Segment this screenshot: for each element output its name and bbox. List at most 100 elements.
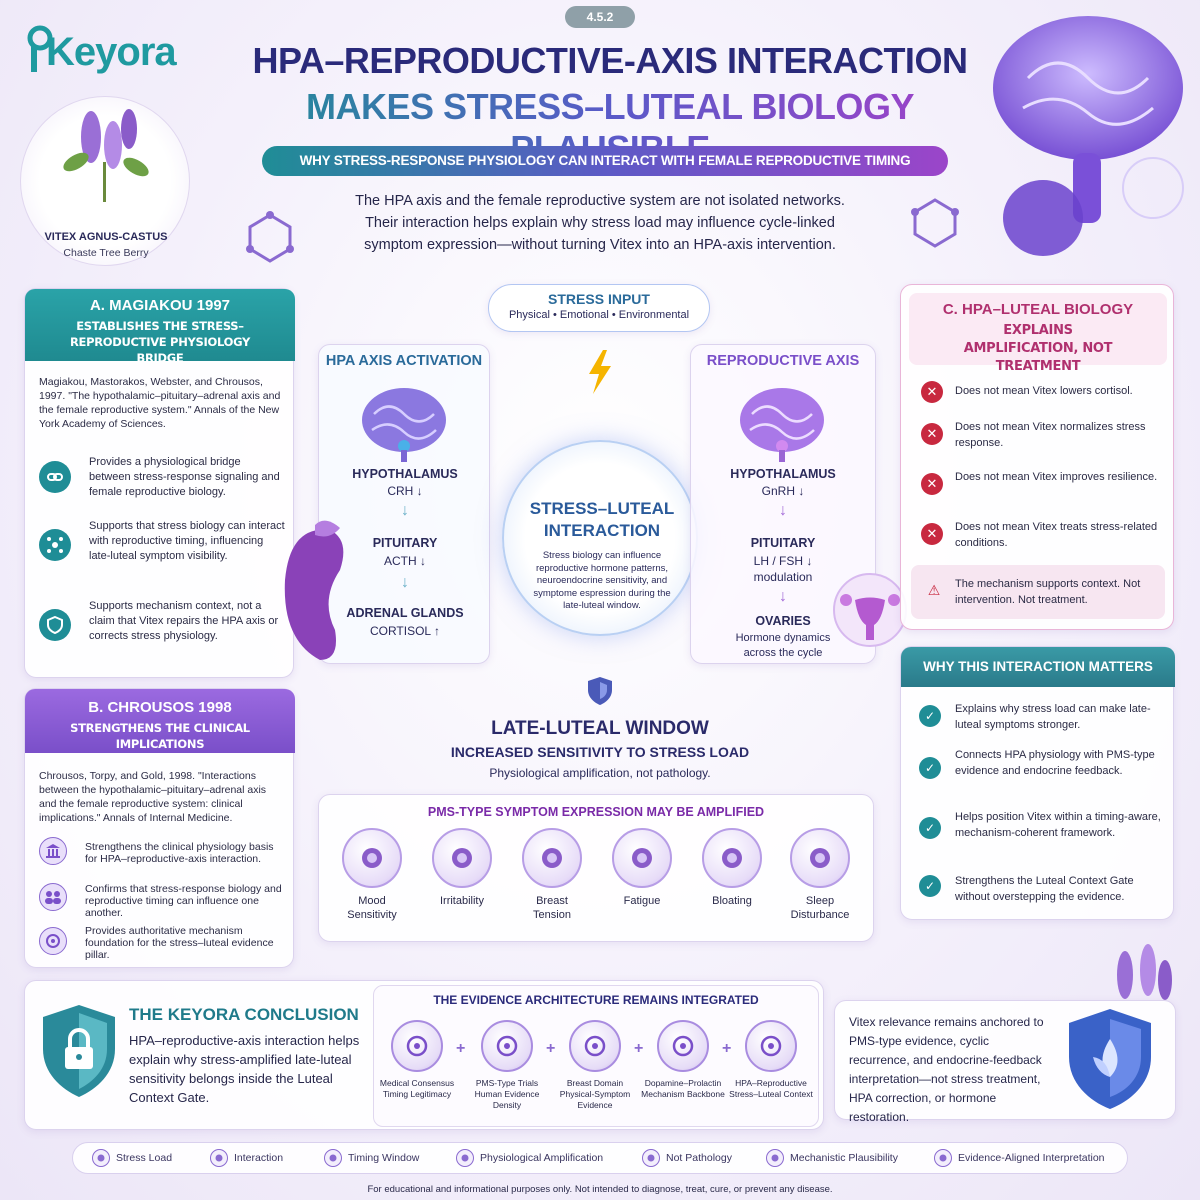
hpa-axis-title: HPA AXIS ACTIVATION xyxy=(325,353,483,369)
evidence-item-label: Medical Consensus Timing Legitimacy xyxy=(379,1078,455,1099)
legend-label: Evidence-Aligned Interpretation xyxy=(958,1152,1105,1164)
legend-icon xyxy=(92,1149,110,1167)
why-point-2: Connects HPA physiology with PMS-type ev… xyxy=(955,749,1155,777)
leaf-shield-icon xyxy=(1069,1009,1151,1109)
legend-item: Timing Window xyxy=(324,1149,419,1167)
shield-icon xyxy=(39,609,71,641)
uterus-icon xyxy=(833,573,907,647)
section-a-title: A. MAGIAKOU 1997 xyxy=(89,297,231,314)
section-a-citation: Magiakou, Mastorakos, Webster, and Chrou… xyxy=(39,376,281,430)
evidence-item: HPA–Reproductive Stress–Luteal Context xyxy=(726,1020,816,1100)
version-badge: 4.5.2 xyxy=(565,6,635,28)
legend-item: Mechanistic Plausibility xyxy=(766,1149,898,1167)
plus-icon: + xyxy=(634,1040,644,1057)
stress-input-title: STRESS INPUT xyxy=(548,291,650,307)
legend-label: Not Pathology xyxy=(666,1152,732,1164)
hpa-step-adrenal: ADRENAL GLANDS xyxy=(346,606,464,620)
section-c-note-box xyxy=(911,565,1165,619)
evidence-item: Breast Domain Physical-Symptom Evidence xyxy=(550,1020,640,1111)
vitex-plant-bubble: VITEX AGNUS-CASTUS Chaste Tree Berry xyxy=(20,96,190,266)
shield-small-icon xyxy=(588,677,612,705)
molecule-icon xyxy=(657,1020,709,1072)
legend-label: Stress Load xyxy=(116,1152,173,1164)
repro-step-pituitary: PITUITARY xyxy=(750,536,816,550)
pms-symptom-item: Bloating xyxy=(690,828,774,908)
section-b-point-1: Strengthens the clinical physiology basi… xyxy=(85,841,274,865)
link-icon xyxy=(39,461,71,493)
logo: Keyora xyxy=(22,24,202,76)
x-icon-2: ✕ xyxy=(921,423,943,445)
legend-icon xyxy=(934,1149,952,1167)
breast-icon xyxy=(569,1020,621,1072)
pms-symptom-label: Sleep Disturbance xyxy=(790,895,850,921)
clock-icon xyxy=(391,1020,443,1072)
legend-icon xyxy=(642,1149,660,1167)
page-title-line1: HPA–REPRODUCTIVE-AXIS INTERACTION xyxy=(252,40,968,81)
plus-icon: + xyxy=(546,1040,556,1057)
section-c-title: C. HPA–LUTEAL BIOLOGY xyxy=(942,301,1134,318)
hpa-step-adrenal-val: CORTISOL ↑ xyxy=(369,624,440,638)
section-a-header: A. MAGIAKOU 1997 ESTABLISHES THE STRESS–… xyxy=(25,289,295,365)
plant-common-name: Chaste Tree Berry xyxy=(63,247,149,259)
people-icon xyxy=(39,883,67,911)
late-luteal-title: LATE-LUTEAL WINDOW xyxy=(491,718,709,739)
section-b-title: B. CHROUSOS 1998 xyxy=(88,699,232,716)
legend-label: Mechanistic Plausibility xyxy=(790,1152,898,1164)
why-card: WHY THIS INTERACTION MATTERS ✓ Explains … xyxy=(900,646,1175,920)
pms-symptom-label: Mood Sensitivity xyxy=(347,895,397,921)
repro-step-ovaries-val2: across the cycle xyxy=(743,647,823,659)
check-icon-4: ✓ xyxy=(919,875,941,897)
pms-title: PMS-TYPE SYMPTOM EXPRESSION MAY BE AMPLI… xyxy=(427,805,765,819)
uterus-icon xyxy=(481,1020,533,1072)
legend-item: Stress Load xyxy=(92,1149,172,1167)
lavender-decor-icon xyxy=(1117,944,1172,1000)
pms-symptom-item: Irritability xyxy=(420,828,504,908)
pms-symptom-label: Bloating xyxy=(712,895,752,907)
hpa-brain-icon xyxy=(362,388,446,462)
pms-symptom-label: Fatigue xyxy=(623,895,661,907)
repro-step-ovaries-val: Hormone dynamics xyxy=(735,632,831,644)
brain-icon xyxy=(432,828,492,888)
breast-icon xyxy=(522,828,582,888)
molecule-decor-icon xyxy=(246,211,294,263)
legend-item: Evidence-Aligned Interpretation xyxy=(934,1149,1105,1167)
hpa-step-pituitary: PITUITARY xyxy=(372,536,438,550)
stress-input-sub: Physical • Emotional • Environmental xyxy=(508,309,690,321)
plant-name: VITEX AGNUS-CASTUS xyxy=(44,231,168,243)
center-title: STRESS–LUTEAL INTERACTION xyxy=(529,499,675,540)
why-point-4: Strengthens the Luteal Context Gate with… xyxy=(955,875,1134,903)
section-c-point-2: Does not mean Vitex normalizes stress re… xyxy=(955,421,1146,449)
why-point-3: Helps position Vitex within a timing-awa… xyxy=(955,811,1161,839)
section-a-card: A. MAGIAKOU 1997 ESTABLISHES THE STRESS–… xyxy=(24,288,295,678)
brain-illustration-icon xyxy=(993,16,1184,256)
repro-arrow-1: ↓ xyxy=(779,502,787,519)
repro-axis-title: REPRODUCTIVE AXIS xyxy=(706,353,860,369)
plus-icon: + xyxy=(722,1040,732,1057)
legend-item: Physiological Amplification xyxy=(456,1149,603,1167)
repro-step-ovaries: OVARIES xyxy=(755,614,811,628)
subtitle-banner: WHY STRESS-RESPONSE PHYSIOLOGY CAN INTER… xyxy=(262,146,948,176)
hpa-step-pituitary-val: ACTH ↓ xyxy=(384,554,426,568)
pms-card: PMS-TYPE SYMPTOM EXPRESSION MAY BE AMPLI… xyxy=(318,794,874,942)
legend-item: Not Pathology xyxy=(642,1149,732,1167)
moon-icon xyxy=(790,828,850,888)
late-luteal-note: Physiological amplification, not patholo… xyxy=(489,766,711,780)
section-a-point-1: Provides a physiological bridge between … xyxy=(89,456,280,498)
why-point-1: Explains why stress load can make late-l… xyxy=(955,703,1151,731)
hpa-arrow-2: ↓ xyxy=(401,574,409,591)
abdomen-icon xyxy=(702,828,762,888)
plus-icon: + xyxy=(456,1040,466,1057)
section-b-point-2: Confirms that stress-response biology an… xyxy=(85,883,282,919)
section-c-note: The mechanism supports context. Not inte… xyxy=(955,578,1141,606)
repro-step-hypothalamus: HYPOTHALAMUS xyxy=(730,467,836,481)
evidence-item-label: PMS-Type Trials Human Evidence Density xyxy=(474,1078,540,1110)
kidney-adrenal-icon xyxy=(284,520,344,660)
pms-symptom-label: Breast Tension xyxy=(533,895,571,921)
molecule-decor-icon-right xyxy=(911,198,959,248)
evidence-item: PMS-Type Trials Human Evidence Density xyxy=(462,1020,552,1111)
section-a-point-3: Supports mechanism context, not a claim … xyxy=(89,600,279,642)
x-icon-3: ✕ xyxy=(921,473,943,495)
pms-symptom-item: Mood Sensitivity xyxy=(330,828,414,922)
hpa-step-hypothalamus-val: CRH ↓ xyxy=(387,484,423,498)
legend-icon xyxy=(766,1149,784,1167)
